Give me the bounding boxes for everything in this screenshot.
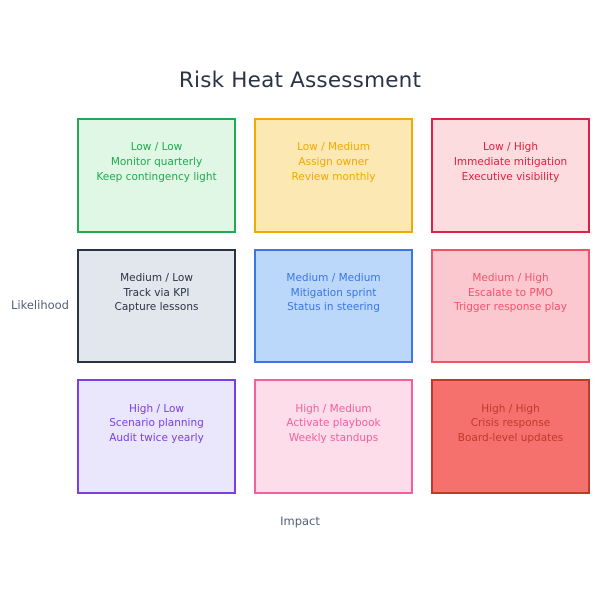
- cell-action: Crisis response: [470, 417, 551, 430]
- cell-action: Monitor quarterly: [110, 156, 203, 169]
- cell-action: Escalate to PMO: [467, 286, 554, 299]
- cell-action: Immediate mitigation: [453, 156, 568, 169]
- cell-note: Weekly standups: [288, 431, 379, 444]
- cell-headline: Low / High: [482, 141, 539, 154]
- cell-note: Keep contingency light: [96, 170, 217, 183]
- cell-action: Activate playbook: [286, 417, 381, 430]
- cell-note: Board-level updates: [457, 431, 564, 444]
- cell-headline: Medium / Medium: [286, 272, 381, 285]
- cell-action: Scenario planning: [109, 417, 204, 430]
- cell-headline: Low / Low: [130, 141, 183, 154]
- x-axis-label-impact: Impact: [280, 514, 320, 528]
- cell-action: Track via KPI: [123, 286, 190, 299]
- cell-note: Executive visibility: [461, 170, 560, 183]
- cell-headline: High / Medium: [295, 402, 372, 415]
- cell-action: Assign owner: [298, 156, 369, 169]
- cell-headline: High / High: [481, 402, 540, 415]
- cell-note: Trigger response play: [454, 301, 567, 314]
- cell-note: Status in steering: [287, 301, 380, 314]
- cell-note: Audit twice yearly: [109, 431, 204, 444]
- cell-headline: High / Low: [128, 402, 185, 415]
- cell-action: Mitigation sprint: [290, 286, 377, 299]
- cell-headline: Medium / High: [472, 272, 549, 285]
- cell-headline: Low / Medium: [297, 141, 370, 154]
- y-axis-label-likelihood: Likelihood: [11, 298, 69, 312]
- page-title: Risk Heat Assessment: [178, 68, 422, 93]
- cell-headline: Medium / Low: [120, 272, 193, 285]
- cell-note: Capture lessons: [114, 301, 199, 314]
- cell-note: Review monthly: [291, 170, 376, 183]
